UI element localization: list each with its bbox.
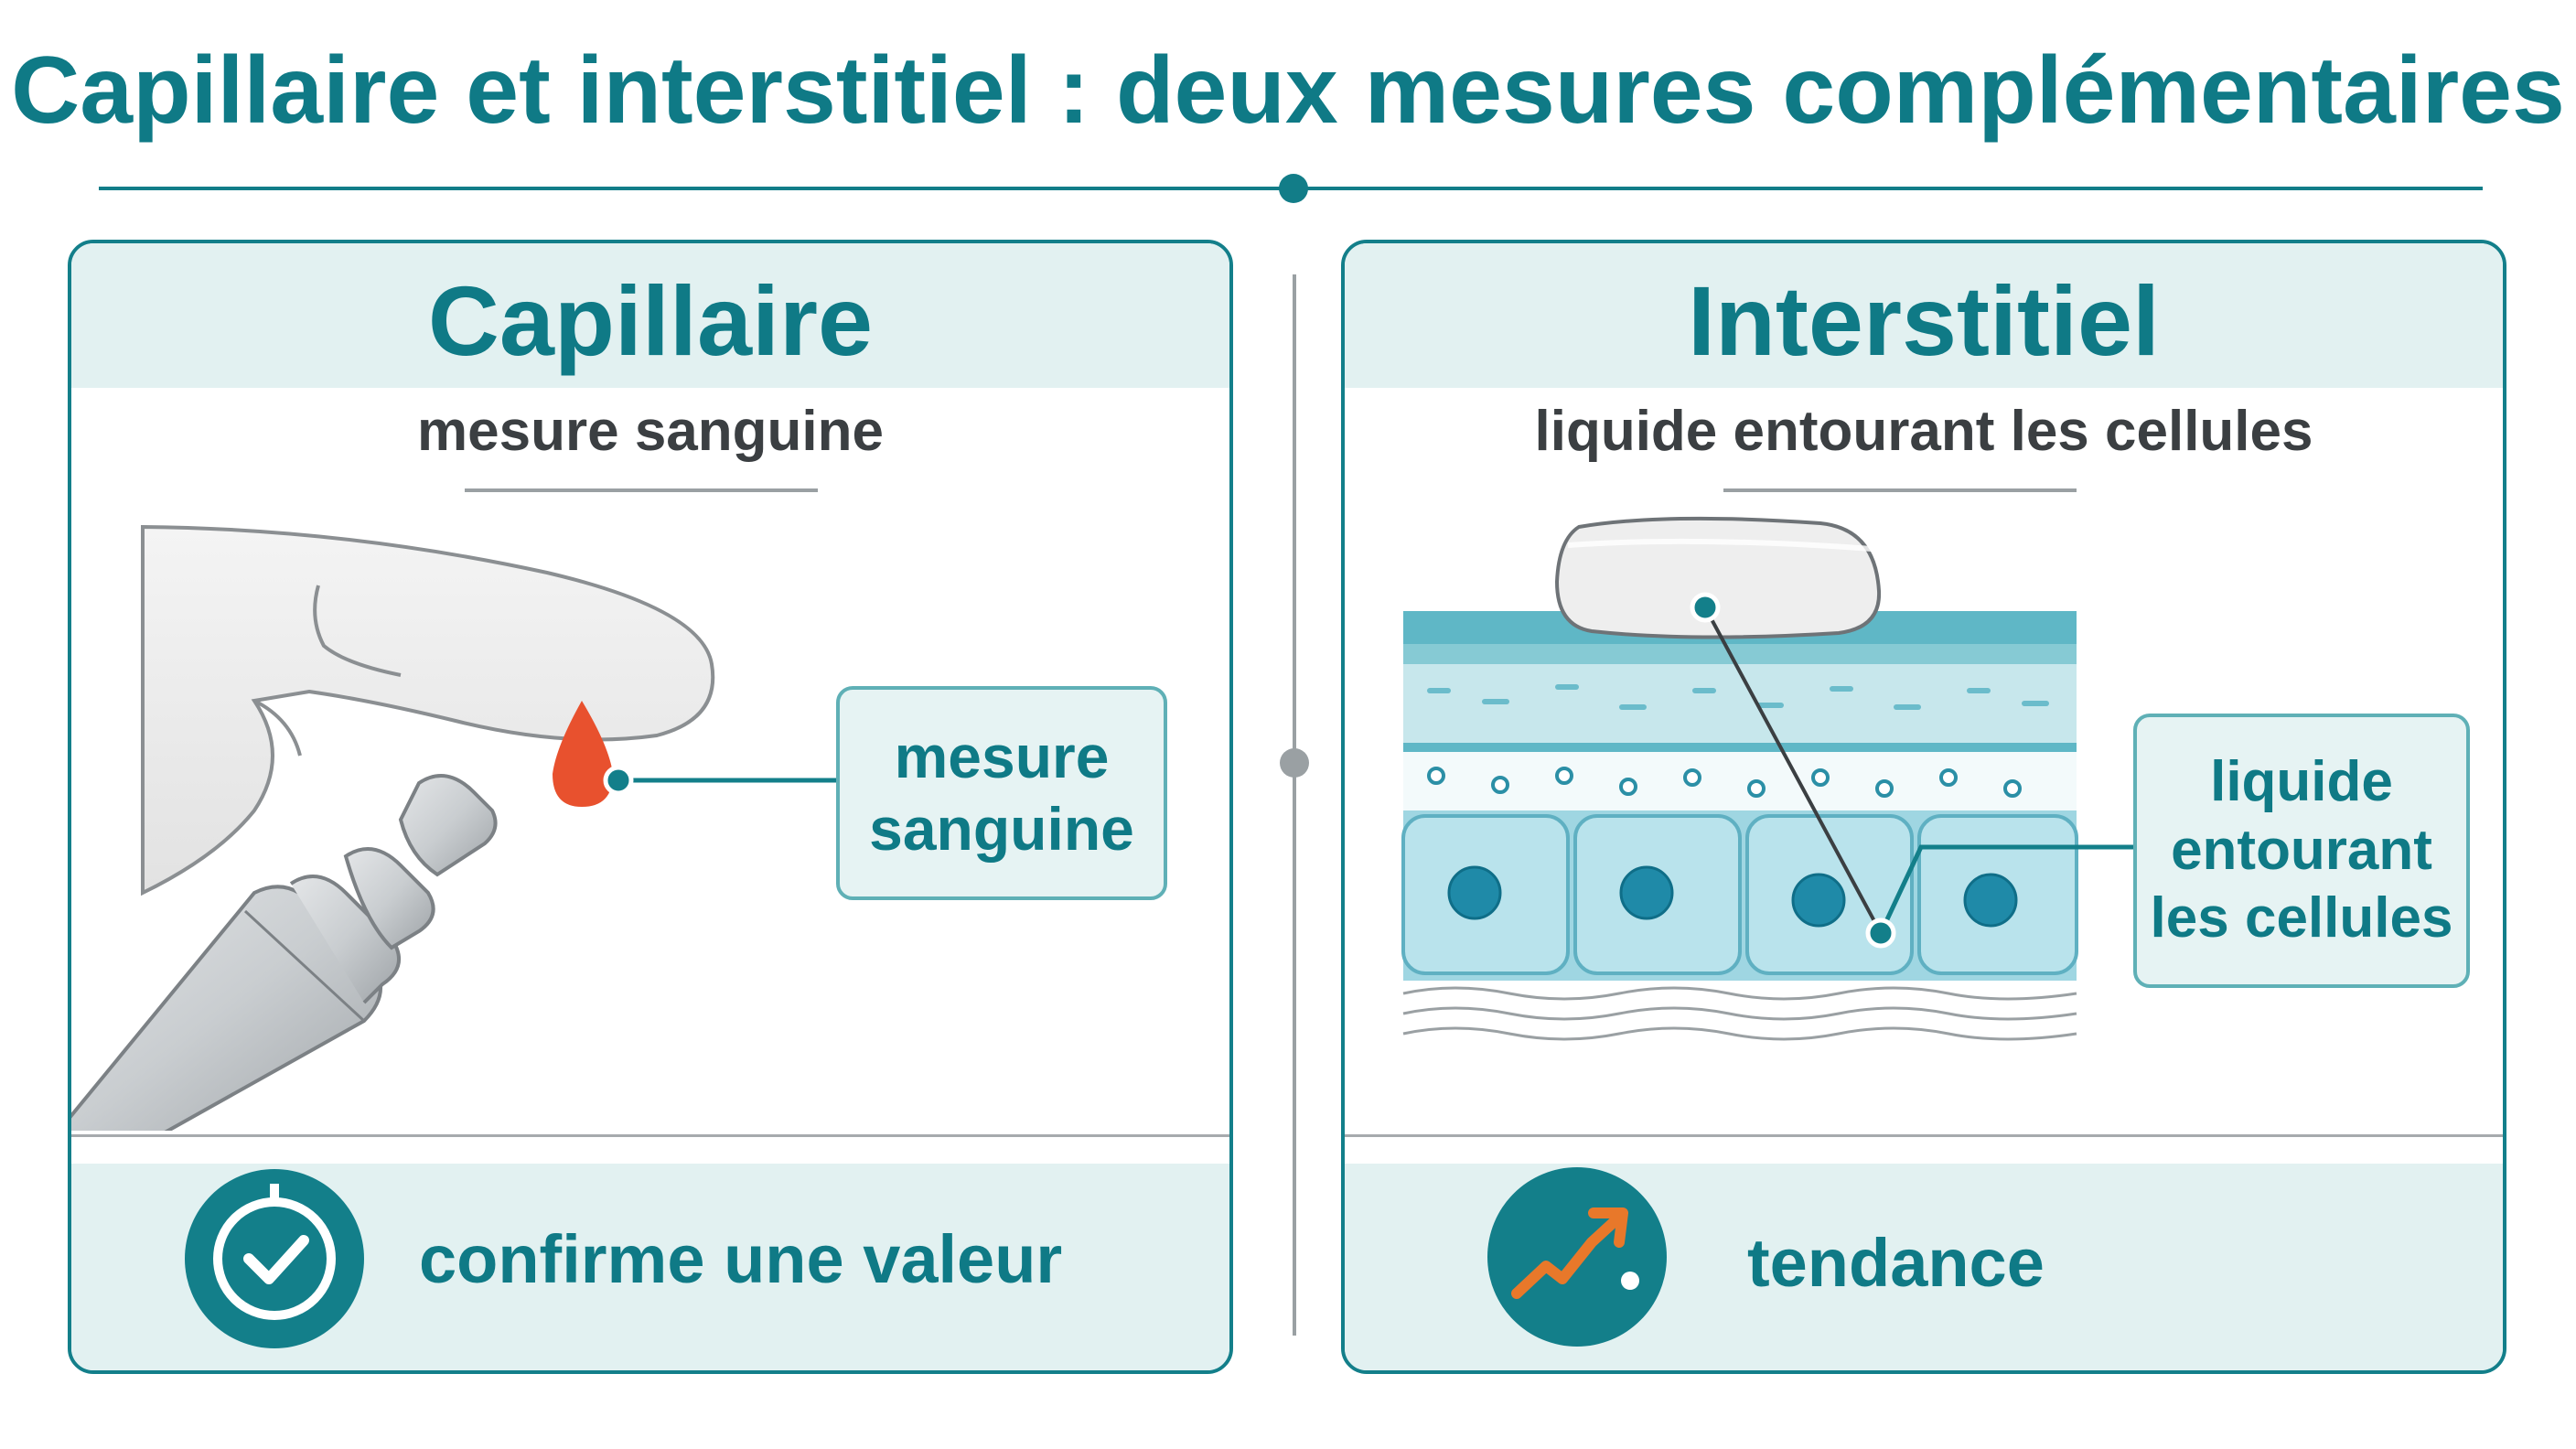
blood-drop-icon xyxy=(553,701,613,807)
capillary-footer-text: confirme une valeur xyxy=(419,1221,1063,1297)
capillary-footer-rule xyxy=(71,1134,1229,1137)
interstitial-heading: Interstitiel xyxy=(1345,243,2503,388)
title-divider-dot xyxy=(1279,174,1308,203)
capillary-connector-dot xyxy=(603,765,634,796)
fluid-connector-dot xyxy=(1865,918,1896,949)
interstitial-footer-text: tendance xyxy=(1747,1225,2045,1301)
capillary-callout: mesure sanguine xyxy=(836,686,1167,900)
interstitial-footer-rule xyxy=(1345,1134,2503,1137)
center-divider-dot xyxy=(1280,748,1309,778)
center-divider xyxy=(1293,274,1296,1336)
trend-arrow-icon xyxy=(1487,1167,1667,1347)
interstitial-panel: Interstitiel liquide entourant les cellu… xyxy=(1341,240,2506,1374)
interstitial-subtitle: liquide entourant les cellules xyxy=(1534,400,2313,463)
checkmark-circle-icon xyxy=(185,1169,364,1348)
skin-layers-illustration xyxy=(1401,516,2133,1041)
fluid-connector-line xyxy=(1878,844,2133,935)
interstitial-connector-line xyxy=(1703,606,1883,934)
interstitial-subtitle-rule xyxy=(1723,488,2077,492)
lancet-pen xyxy=(71,774,498,1131)
interstitial-callout: liquide entourant les cellules xyxy=(2133,714,2470,988)
capillary-subtitle: mesure sanguine xyxy=(417,400,884,463)
sensor-connector-dot xyxy=(1690,592,1721,623)
capillary-subtitle-rule xyxy=(465,488,818,492)
capillary-heading: Capillaire xyxy=(71,243,1229,388)
finger-shape xyxy=(141,524,715,896)
finger-lancet-illustration xyxy=(71,524,836,1131)
sensor-device xyxy=(1554,516,1882,639)
page-title: Capillaire et interstitiel : deux mesure… xyxy=(11,38,2565,144)
capillary-panel: Capillaire mesure sanguine xyxy=(68,240,1233,1374)
